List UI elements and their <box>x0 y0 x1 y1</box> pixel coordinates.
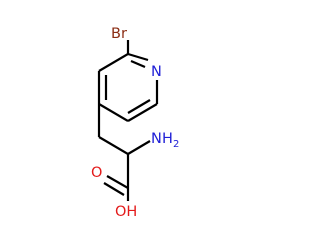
amino-subscript-label: 2 <box>173 139 179 150</box>
bond-c2-c3 <box>98 53 129 72</box>
bond-c5-c6 <box>127 103 158 122</box>
bond-c-o-double-outer <box>106 175 129 189</box>
molecule-drawing: Br N N H 2 O OH <box>91 26 179 220</box>
bond-n1-c2-inner <box>130 59 146 69</box>
carbonyl-oxygen-label: O <box>91 165 102 181</box>
amino-hydrogen-label: H <box>162 131 173 147</box>
bond-ch2-calpha <box>98 136 129 155</box>
bond-c-o-double-inner <box>103 182 125 196</box>
pyridine-nitrogen-label: N <box>151 64 162 80</box>
bond-n1-c2 <box>127 52 149 62</box>
bromine-label: Br <box>111 26 127 42</box>
bond-calpha-n <box>127 140 151 155</box>
bond-c5-c6-inner <box>127 99 151 114</box>
structure-canvas: Br N N H 2 O OH <box>91 26 180 220</box>
amino-nitrogen-label: N <box>151 131 162 147</box>
hydroxyl-label: OH <box>115 204 137 220</box>
bond-c4-c5 <box>98 103 129 122</box>
